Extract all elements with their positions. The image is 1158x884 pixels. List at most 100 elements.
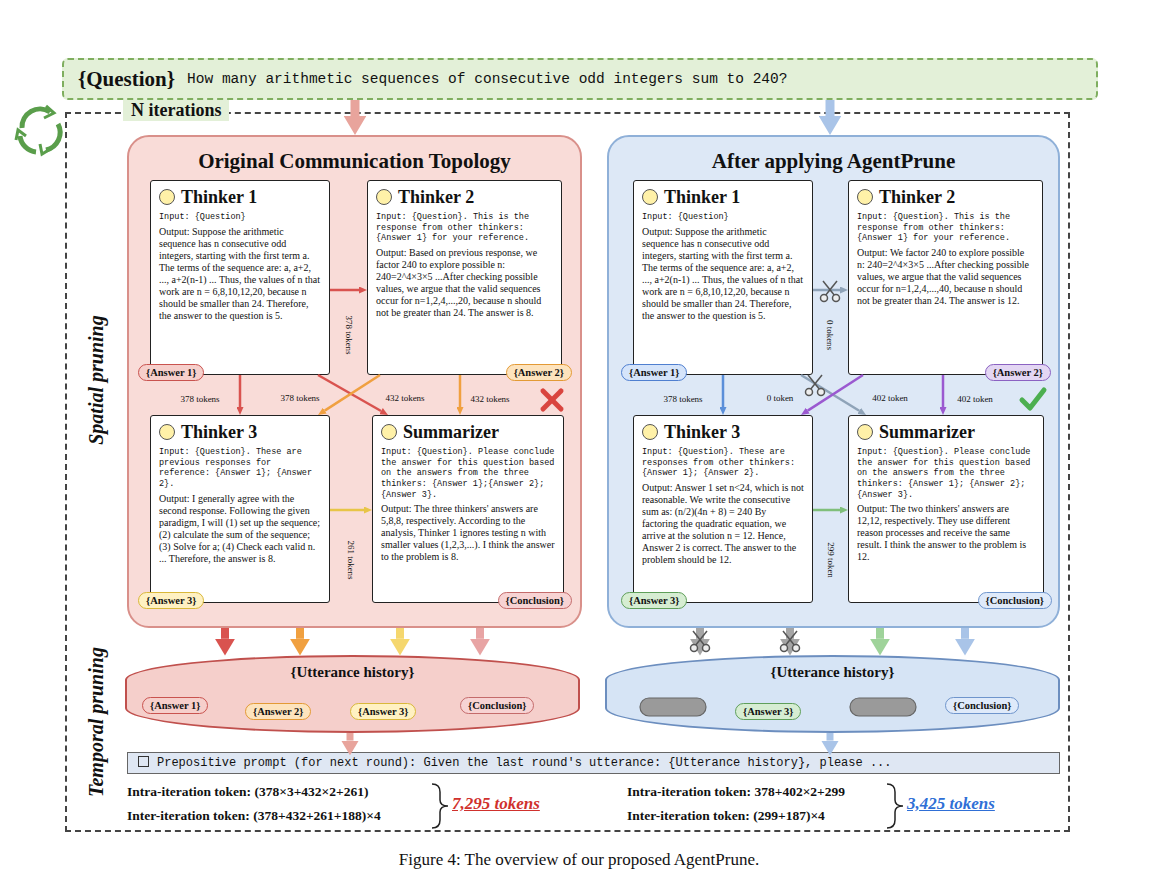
- check-mark: [1022, 390, 1044, 408]
- token-summary: 3,425 tokens: [907, 794, 995, 814]
- answer-tag: {Answer 3}: [621, 592, 687, 609]
- scissors-icon: [821, 281, 840, 302]
- output-text: Output: The three thinkers' answers are …: [381, 503, 555, 563]
- input-text: Input: {Question}. This is the response …: [376, 212, 553, 244]
- brace: [432, 784, 448, 828]
- prompt-text: Prepositive prompt (for next round): Giv…: [138, 756, 892, 770]
- agent-name: Thinker 3: [642, 422, 804, 443]
- input-text: Input: {Question}. This is the response …: [857, 212, 1034, 244]
- history-title: {Utterance history}: [607, 664, 1058, 681]
- token-label: 378 tokens: [344, 313, 354, 356]
- input-text: Input: {Question}. These are previous re…: [159, 447, 321, 490]
- section-label: Spatial pruning: [85, 315, 108, 445]
- token-label: 432 tokens: [468, 394, 511, 404]
- question-label: {Question}: [78, 67, 175, 92]
- token-summary: 7,295 tokens: [452, 794, 540, 814]
- connector-arrow: [351, 100, 360, 116]
- tag-text: {Conclusion}: [468, 700, 526, 711]
- tag-text: {Conclusion}: [506, 595, 564, 606]
- token-summary: Intra-iteration token: (378×3+432×2+261): [127, 784, 369, 800]
- token-label: 0 token: [765, 393, 796, 403]
- output-text: Output: The two thinkers' answers are 12…: [857, 503, 1035, 563]
- connector-arrow: [942, 375, 945, 407]
- summarizer-box: SummarizerInput: {Question}. Please conc…: [372, 415, 564, 603]
- tag-text: {Answer 2}: [253, 706, 303, 717]
- answer-tag: {Conclusion}: [460, 697, 534, 714]
- input-text: Input: {Question}: [642, 212, 804, 223]
- answer-tag: {Conclusion}: [978, 592, 1052, 609]
- brace: [887, 784, 903, 828]
- connector-arrow: [396, 628, 404, 639]
- connector-arrow: [808, 375, 863, 411]
- question-text: How many arithmetic sequences of consecu…: [187, 71, 787, 87]
- input-text: Input: {Question}. Please conclude the a…: [857, 447, 1035, 500]
- history-title: {Utterance history}: [127, 664, 578, 681]
- wrong-mark: [543, 391, 561, 409]
- connector-arrow: [801, 375, 859, 411]
- summarizer-box: SummarizerInput: {Question}. Please conc…: [848, 415, 1044, 603]
- pruned-utterance: [640, 698, 706, 716]
- connector-arrow: [318, 375, 381, 411]
- pruned-utterance: [850, 698, 916, 716]
- agent-box: Thinker 1Input: {Question}Output: Suppos…: [633, 180, 813, 375]
- connector-arrow: [347, 733, 354, 741]
- tag-text: {Answer 1}: [146, 367, 196, 378]
- output-text: Output: Suppose the arithmetic sequence …: [159, 226, 321, 322]
- token-label: 0 tokens: [825, 318, 835, 352]
- output-text: Output: Suppose the arithmetic sequence …: [642, 226, 804, 322]
- agent-name: Thinker 1: [159, 187, 321, 208]
- scissors-icon: [691, 631, 710, 652]
- connector-arrow: [826, 100, 835, 116]
- answer-tag: {Conclusion}: [945, 697, 1019, 714]
- token-summary: Intra-iteration token: 378+402×2+299: [627, 784, 845, 800]
- iteration-label: N iterations: [123, 100, 229, 121]
- tag-text: {Answer 3}: [358, 706, 408, 717]
- recycle-icon: [16, 106, 60, 154]
- agent-name: Summarizer: [857, 422, 1035, 443]
- tag-text: {Answer 3}: [743, 706, 793, 717]
- connector-arrow: [813, 289, 840, 292]
- answer-tag: {Answer 2}: [985, 364, 1051, 381]
- agent-name: Thinker 2: [857, 187, 1034, 208]
- token-label: 432 tokens: [383, 393, 426, 403]
- answer-tag: {Answer 1}: [621, 364, 687, 381]
- agent-box: Thinker 3 Input: {Question}. These are pr…: [150, 415, 330, 603]
- tag-text: {Answer 3}: [629, 595, 679, 606]
- tag-text: {Answer 2}: [514, 367, 564, 378]
- answer-tag: {Answer 2}: [506, 364, 572, 381]
- agent-box: Thinker 2 Input: {Question}. This is the …: [848, 180, 1043, 375]
- scissors-icon: [781, 631, 800, 652]
- token-label: 299 token: [826, 540, 836, 580]
- input-text: Input: {Question}. These are responses f…: [642, 447, 804, 479]
- connector-arrow: [239, 375, 242, 407]
- output-text: Output: I generally agree with the secon…: [159, 493, 321, 565]
- output-text: Output: Based on previous response, we f…: [376, 247, 553, 319]
- tag-text: {Answer 1}: [629, 367, 679, 378]
- output-text: Output: Answer 1 set n<24, which is not …: [642, 482, 804, 566]
- connector-arrow: [330, 509, 364, 512]
- input-text: Input: {Question}. Please conclude the a…: [381, 447, 555, 500]
- panel-title: After applying AgentPrune: [609, 149, 1058, 174]
- connector-arrow: [296, 628, 304, 639]
- agent-name: Summarizer: [381, 422, 555, 443]
- prompt-bar: Prepositive prompt (for next round): Giv…: [127, 752, 1060, 774]
- token-label: 378 tokens: [661, 394, 704, 404]
- connector-arrow: [325, 375, 380, 411]
- agent-box: Thinker 3 Input: {Question}. These are re…: [633, 415, 813, 603]
- connector-arrow: [876, 628, 884, 639]
- connector-arrow: [476, 628, 484, 639]
- agent-name: Thinker 3: [159, 422, 321, 443]
- connector-arrow: [459, 375, 462, 407]
- tag-text: {Answer 3}: [146, 595, 196, 606]
- token-label: 378 tokens: [278, 393, 321, 403]
- agent-box: Thinker 2Input: {Question}. This is the …: [367, 180, 562, 375]
- history-band: {Utterance history}{Answer 1}{Answer 2}{…: [125, 655, 580, 733]
- answer-tag: {Answer 1}: [138, 364, 204, 381]
- scissors-icon: [806, 375, 825, 396]
- connector-arrow: [330, 289, 359, 292]
- tag-text: {Conclusion}: [953, 700, 1011, 711]
- tag-text: {Conclusion}: [986, 595, 1044, 606]
- answer-tag: {Answer 3}: [735, 703, 801, 720]
- answer-tag: {Conclusion}: [498, 592, 572, 609]
